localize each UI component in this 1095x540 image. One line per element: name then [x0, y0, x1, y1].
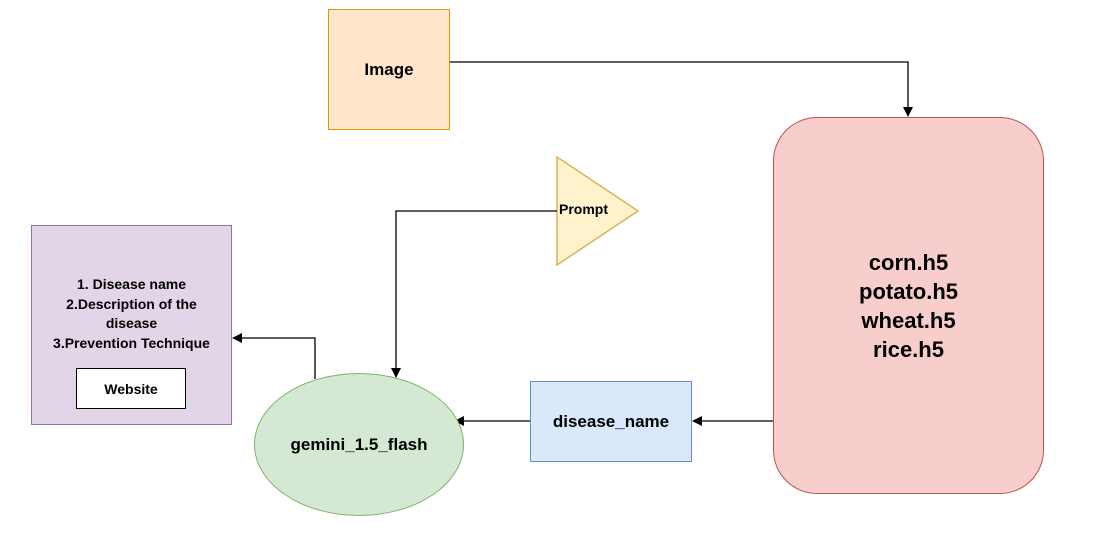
model-file-potato: potato.h5	[859, 278, 958, 304]
output-line-prevention: 3.Prevention Technique	[53, 334, 210, 351]
website-button[interactable]: Website	[76, 368, 186, 409]
output-line-disease-name: 1. Disease name	[77, 276, 186, 292]
model-file-rice: rice.h5	[873, 336, 944, 362]
image-node-label: Image	[364, 59, 414, 79]
gemini-node[interactable]: gemini_1.5_flash	[254, 373, 464, 516]
disease-name-node[interactable]: disease_name	[530, 381, 692, 462]
image-node[interactable]: Image	[328, 9, 450, 130]
output-line-description-cont: disease	[105, 315, 158, 331]
arrow-prompt-to-gemini	[391, 210, 557, 378]
disease-name-label: disease_name	[552, 411, 670, 431]
arrow-gemini-to-output	[232, 333, 316, 379]
model-file-corn: corn.h5	[868, 249, 949, 275]
arrow-image-to-models	[450, 61, 913, 117]
prompt-label: Prompt	[559, 201, 608, 217]
gemini-label: gemini_1.5_flash	[290, 434, 428, 454]
model-file-wheat: wheat.h5	[861, 307, 956, 333]
output-line-description: 2.Description of the	[66, 295, 197, 312]
models-node[interactable]: corn.h5 potato.h5 wheat.h5 rice.h5	[773, 117, 1044, 494]
